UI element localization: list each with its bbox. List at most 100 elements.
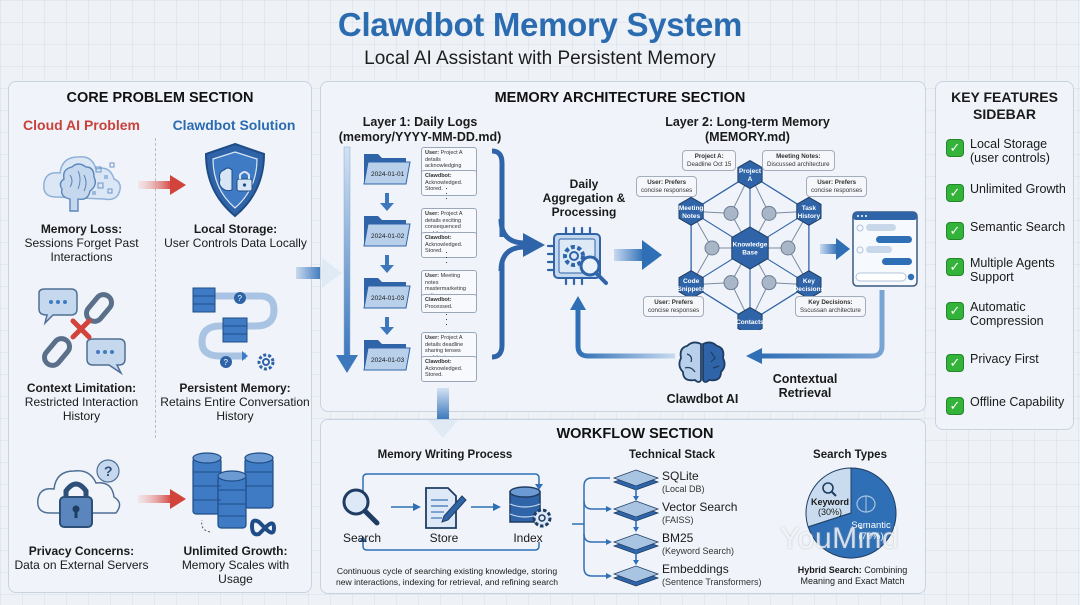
graph-junction	[761, 275, 777, 291]
feature-label: Local Storage (user controls)	[970, 137, 1050, 165]
retrieval-loop-arrow	[570, 290, 885, 364]
step-search-label: Search	[342, 531, 382, 545]
daily-logs-timeline	[336, 146, 505, 373]
pie-slice-semantic	[807, 467, 897, 559]
folder-icon: 2024-01-03	[363, 278, 411, 309]
stack-arrowhead	[606, 506, 612, 512]
semantic-slice-label: Semantic(70%)	[851, 520, 891, 542]
problem-context-limitation: Context Limitation: Restricted Interacti…	[24, 381, 139, 423]
memory-node-label: Snippets	[677, 286, 705, 293]
feature-label: Privacy First	[970, 352, 1039, 366]
stack-layer-top	[612, 500, 660, 518]
checkmark-icon: ✓	[946, 354, 964, 372]
feature-label: Offline Capability	[970, 395, 1065, 409]
log-bot-bubble: Clawdbot:Acknowledged. Stored.	[421, 356, 477, 382]
knowledge-graph: ProjectATaskHistoryKeyDecisionsContactsC…	[677, 160, 825, 330]
search-types-title: Search Types	[813, 449, 887, 461]
page-title: Clawdbot Memory System	[337, 6, 743, 43]
feature-label: Semantic Search	[970, 220, 1066, 234]
svg-text:2024-01-03: 2024-01-03	[371, 357, 405, 364]
chat-window-icon	[852, 211, 918, 287]
feature-item: ✓Offline Capability	[946, 395, 1070, 415]
keyword-search-icon	[822, 482, 834, 494]
stack-item-bm25: BM25(Keyword Search)	[662, 531, 735, 557]
hybrid-search-caption: Hybrid Search: Combining Meaning and Exa…	[797, 565, 908, 586]
memory-node-label: A	[748, 176, 753, 183]
stack-layer-top	[612, 565, 660, 583]
memory-node-label: Decisions	[794, 286, 825, 293]
memory-node-label: Contacts	[736, 319, 764, 326]
core-problem-title: CORE PROBLEM SECTION	[66, 90, 254, 106]
pie-slice-keyword	[805, 467, 852, 528]
ellipsis: ···	[445, 247, 448, 267]
memory-node-label: Notes	[682, 213, 700, 220]
architecture-title: MEMORY ARCHITECTURE SECTION	[494, 90, 746, 106]
memory-node-label: Key	[803, 278, 815, 285]
feature-item: ✓ Privacy First	[946, 352, 1070, 372]
solution-persistent-memory: Persistent Memory: Retains Entire Conver…	[160, 381, 310, 423]
clawdbot-ai-label: Clawdbot AI	[666, 392, 739, 406]
broken-chain-icon	[38, 288, 126, 376]
memory-node-label: History	[798, 213, 821, 220]
shield-brain-icon	[204, 142, 266, 218]
memory-node	[678, 196, 704, 226]
layer1-title: Layer 1: Daily Logs (memory/YYYY-MM-DD.m…	[338, 115, 502, 144]
clawdbot-solution-header: Clawdbot Solution	[172, 117, 296, 133]
page-subtitle: Local AI Assistant with Persistent Memor…	[364, 48, 716, 69]
search-types-pie	[805, 467, 897, 559]
feature-item: ✓Multiple Agents Support	[946, 256, 1070, 284]
tech-stack-title: Technical Stack	[628, 449, 716, 461]
stack-item-vector: Vector Search(FAISS)	[662, 500, 738, 526]
stack-layer-top	[612, 469, 660, 487]
checkmark-icon: ✓	[946, 184, 964, 202]
graph-junction	[723, 275, 739, 291]
stack-flow-head	[633, 496, 639, 501]
feature-item: ✓ Semantic Search	[946, 220, 1070, 240]
feature-item: ✓Unlimited Growth	[946, 182, 1070, 202]
panel-divider	[155, 138, 156, 438]
feature-item: ✓ Local Storage (user controls)	[946, 137, 1070, 165]
graph-junction	[780, 240, 796, 256]
aggregation-label: Daily Aggregation & Processing	[542, 177, 626, 219]
server-flow-icon: ? ?	[192, 287, 278, 371]
stack-arrowhead	[606, 539, 612, 545]
ellipsis: ···	[445, 309, 448, 329]
stack-arrowhead	[606, 573, 612, 579]
checkmark-icon: ✓	[946, 139, 964, 157]
processor-gear-icon	[546, 226, 608, 286]
checkmark-icon: ✓	[946, 222, 964, 240]
database-infinity-icon	[192, 452, 277, 537]
knowledge-base-node-label: Base	[742, 250, 758, 257]
graph-junction	[704, 240, 720, 256]
cloud-lock-icon: ?	[37, 459, 121, 528]
arrow-right-icon	[138, 489, 186, 509]
cloud-brain-icon	[43, 156, 121, 212]
arrow-to-chat-icon	[820, 238, 850, 260]
stack-layer-top	[612, 533, 660, 551]
log-bot-bubble: Clawdbot:Acknowledged. Stored.	[421, 232, 477, 258]
document-pen-icon	[425, 487, 467, 529]
ellipsis: ···	[445, 183, 448, 203]
keyword-search-icon	[831, 491, 837, 497]
contextual-retrieval-label: Contextual Retrieval	[772, 372, 838, 400]
step-index-label: Index	[513, 531, 543, 545]
arrow-right-icon	[138, 175, 186, 195]
memory-note: Key Decisions:Sscussan architecture	[795, 296, 866, 317]
memory-node	[737, 306, 763, 330]
folder-icon: 2024-01-03	[363, 340, 411, 371]
stack-connector	[583, 500, 608, 510]
writing-process-title: Memory Writing Process	[377, 449, 513, 461]
log-bot-bubble: Clawdbot:Acknowledged. Stored.	[421, 170, 477, 196]
cloud-ai-problem-header: Cloud AI Problem	[23, 117, 140, 133]
workflow-title: WORKFLOW SECTION	[556, 426, 714, 442]
solution-unlimited-growth: Unlimited Growth: Memory Scales with Usa…	[181, 544, 290, 586]
checkmark-icon: ✓	[946, 258, 964, 276]
knowledge-base-node	[731, 226, 769, 270]
solution-local-storage: Local Storage: User Controls Data Locall…	[164, 222, 307, 250]
knowledge-base-node-label: Knowledge	[733, 242, 768, 249]
memory-node-label: Meeting	[679, 205, 704, 212]
feature-label: Automatic Compression	[970, 300, 1044, 328]
